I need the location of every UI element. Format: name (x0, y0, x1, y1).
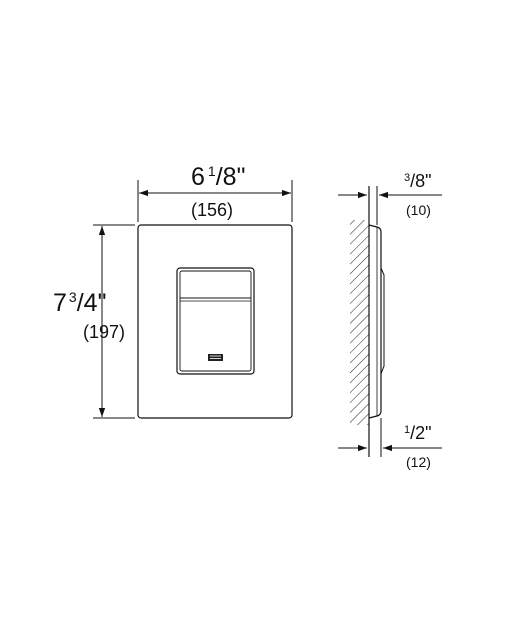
flush-button-frame (176, 267, 255, 375)
width-denominator: /8 (215, 163, 237, 191)
width-inch-mark: " (236, 163, 246, 191)
brand-logo-icon (208, 354, 223, 361)
height-metric-label: (197) (83, 323, 125, 341)
height-numerator: 3 (68, 289, 77, 305)
flush-button-inner (179, 270, 252, 372)
projection-numerator: 1 (404, 424, 411, 436)
projection-metric-label: (12) (406, 455, 431, 469)
width-metric: (156) (191, 200, 234, 220)
width-whole: 6 (191, 163, 205, 191)
thickness-metric-label: (10) (406, 203, 431, 217)
projection-inch-mark: " (425, 423, 432, 443)
width-dimension (137, 180, 293, 222)
projection-imperial-label: 1/2" (404, 424, 432, 445)
thickness-inch-mark: " (425, 171, 432, 191)
height-inch-mark: " (97, 289, 107, 317)
height-dimension (93, 224, 135, 419)
side-view (338, 186, 442, 457)
wall-hatching (350, 220, 369, 425)
plate-profile (368, 224, 382, 419)
front-view (93, 180, 293, 419)
width-metric-label: (156) (191, 201, 233, 219)
height-metric: (197) (83, 322, 126, 342)
thickness-numerator: 3 (404, 172, 411, 184)
thickness-denominator: /8 (410, 171, 426, 191)
thickness-imperial-label: 3/8" (404, 172, 432, 193)
flush-plate-outline (137, 224, 293, 419)
projection-metric: (12) (406, 454, 431, 470)
button-profile (380, 267, 385, 375)
height-denominator: /4 (76, 289, 98, 317)
height-whole: 7 (53, 289, 67, 317)
projection-denominator: /2 (410, 423, 426, 443)
width-numerator: 1 (207, 163, 216, 179)
thickness-metric: (10) (406, 202, 431, 218)
